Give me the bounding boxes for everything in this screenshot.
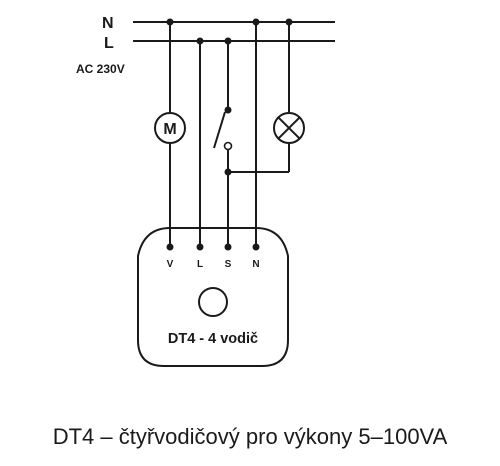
terminal-s bbox=[224, 243, 232, 251]
neutral-label: N bbox=[102, 15, 114, 32]
diagram-caption: DT4 – čtyřvodičový pro výkony 5–100VA bbox=[52, 424, 448, 449]
motor-label: M bbox=[163, 121, 176, 138]
terminal-label-n: N bbox=[252, 259, 259, 270]
switch-lever bbox=[213, 111, 226, 149]
terminal-label-v: V bbox=[167, 259, 174, 270]
switch-contact-top bbox=[224, 106, 232, 114]
module-button bbox=[198, 287, 228, 317]
terminal-label-s: S bbox=[225, 259, 232, 270]
dt4-module bbox=[137, 227, 289, 367]
switch-contact-bottom bbox=[223, 141, 233, 151]
terminal-l bbox=[196, 243, 204, 251]
terminal-v bbox=[166, 243, 174, 251]
terminal-label-l: L bbox=[197, 259, 203, 270]
live-label: L bbox=[104, 35, 114, 52]
module-name: DT4 - 4 vodič bbox=[168, 331, 258, 347]
voltage-label: AC 230V bbox=[76, 62, 125, 76]
lamp-icon bbox=[273, 112, 305, 144]
terminal-n bbox=[252, 243, 260, 251]
